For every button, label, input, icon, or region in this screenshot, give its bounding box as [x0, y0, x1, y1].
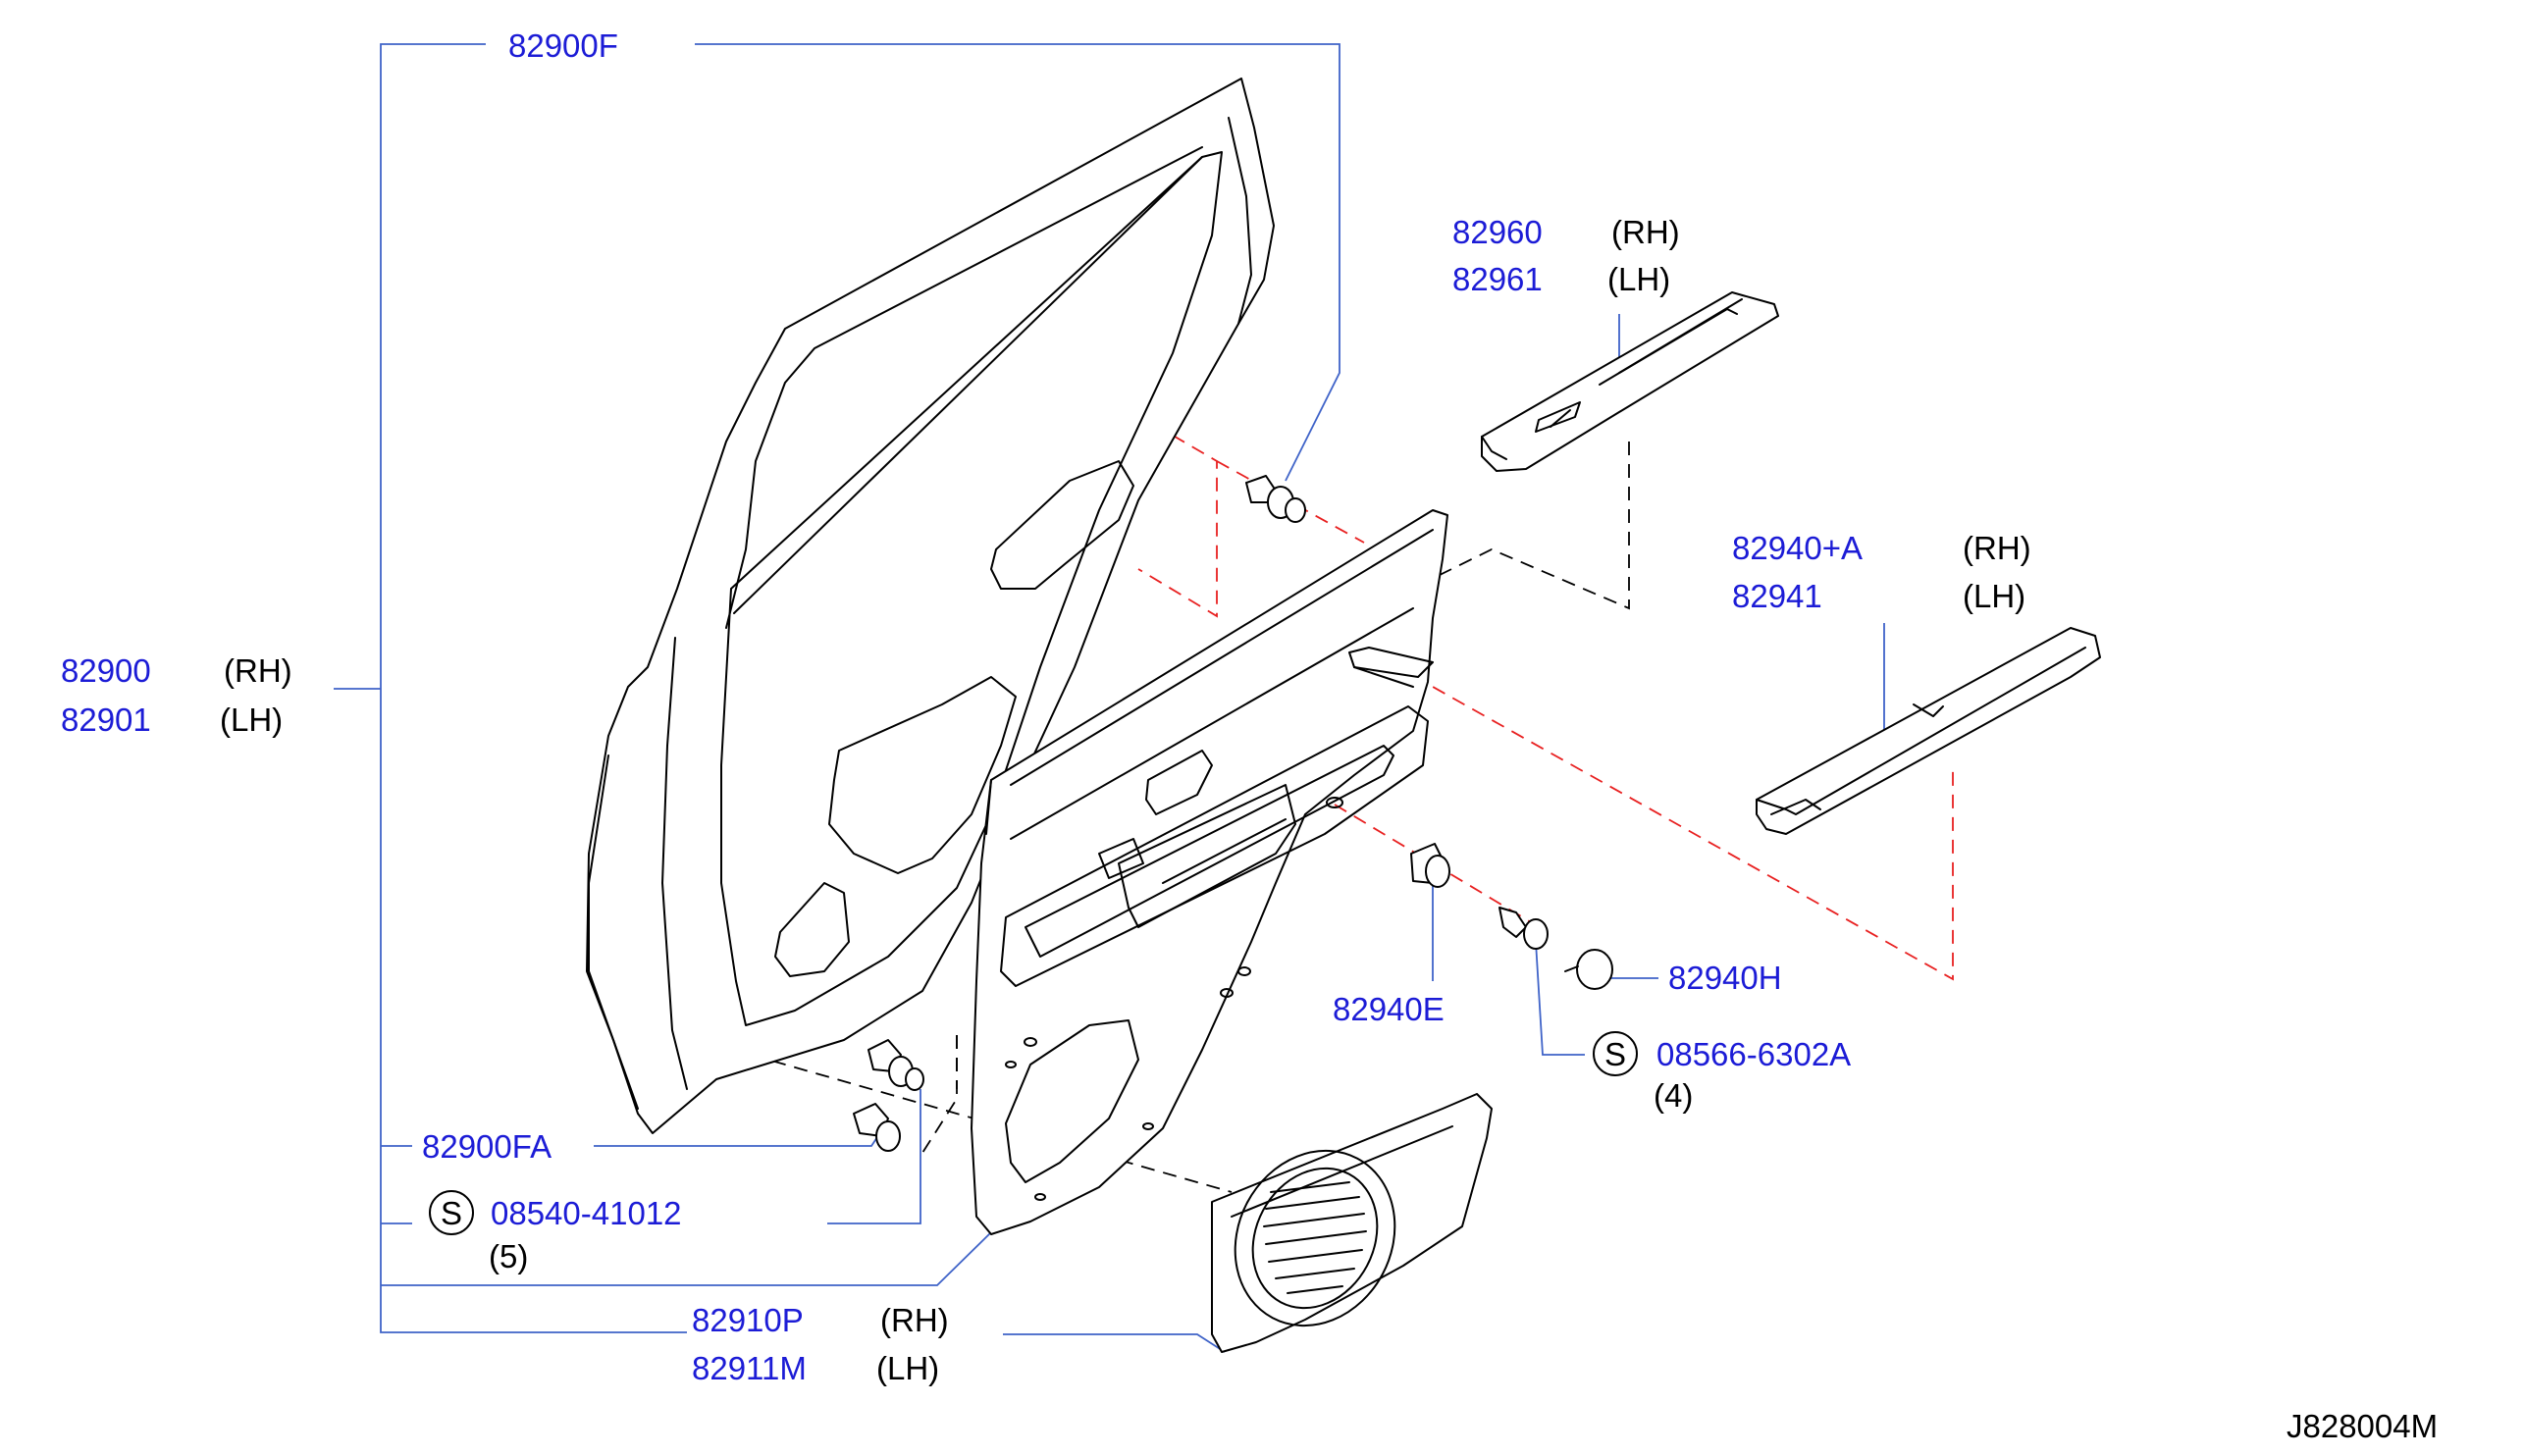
align-blk-clip-lower	[921, 1035, 958, 1154]
speaker-grille	[1211, 1093, 1493, 1353]
cap-82940h	[1564, 949, 1613, 990]
label-08566: 08566-6302A	[1656, 1036, 1851, 1072]
label-08540: 08540-41012	[491, 1195, 682, 1231]
align-red-clip	[1216, 460, 1365, 544]
door-inner-panel	[586, 78, 1275, 1134]
callout-labels: 82900F 82900 (RH) 82901 (LH) 82900FA S 0…	[61, 27, 2438, 1444]
label-82941: 82941	[1732, 578, 1822, 614]
label-82960: 82960	[1452, 214, 1543, 250]
armrest-pad-82960	[1481, 291, 1779, 472]
clip-82940e	[1410, 843, 1450, 888]
leader-82900f	[695, 43, 1340, 482]
label-82911m-side: (LH)	[876, 1350, 939, 1386]
leader-82910p	[1003, 1333, 1226, 1353]
align-red-upper	[1137, 423, 1218, 618]
label-82901: 82901	[61, 702, 151, 738]
label-82901-side: (LH)	[220, 702, 283, 738]
diagram-code: J828004M	[2286, 1408, 2438, 1444]
label-82940a: 82940+A	[1732, 530, 1863, 566]
label-82940h: 82940H	[1668, 960, 1782, 996]
clip-82900fa-lower	[853, 1103, 901, 1152]
symbol-circle-08566	[1593, 1031, 1638, 1076]
label-82910p-side: (RH)	[880, 1302, 949, 1338]
align-blk-armrest-top	[1231, 442, 1630, 805]
fasteners	[853, 475, 1613, 1152]
label-82961: 82961	[1452, 261, 1543, 297]
label-82960-side: (RH)	[1611, 214, 1680, 250]
label-82900f: 82900F	[508, 27, 618, 64]
leader-lines	[334, 43, 1885, 1353]
align-red-armrest	[1353, 642, 1954, 981]
label-08566-qty: (4)	[1654, 1077, 1693, 1114]
label-82900fa: 82900FA	[422, 1128, 552, 1165]
grille-slats	[1263, 1181, 1367, 1294]
clip-82900fa-upper	[867, 1039, 924, 1091]
symbol-s-08540: S	[441, 1195, 462, 1231]
label-82961-side: (LH)	[1607, 261, 1670, 297]
clip-82900f	[1245, 475, 1306, 523]
door-trim-panel	[971, 509, 1448, 1235]
screw-08566	[1498, 907, 1549, 950]
label-82940e: 82940E	[1333, 991, 1445, 1027]
symbol-s-08566: S	[1604, 1036, 1626, 1072]
label-82910p: 82910P	[692, 1302, 804, 1338]
label-82911m: 82911M	[692, 1350, 807, 1386]
label-82941-side: (LH)	[1963, 578, 2025, 614]
symbol-circle-08540	[429, 1190, 474, 1235]
leader-82900-panel	[381, 1231, 992, 1286]
label-08540-qty: (5)	[489, 1238, 528, 1274]
label-82940a-side: (RH)	[1963, 530, 2031, 566]
leader-82900fa	[594, 1127, 884, 1147]
armrest-82940a	[1756, 627, 2101, 835]
leader-08540	[827, 1089, 921, 1224]
leader-08566	[1535, 941, 1585, 1056]
label-82900: 82900	[61, 652, 151, 689]
label-82900-side: (RH)	[224, 652, 292, 689]
